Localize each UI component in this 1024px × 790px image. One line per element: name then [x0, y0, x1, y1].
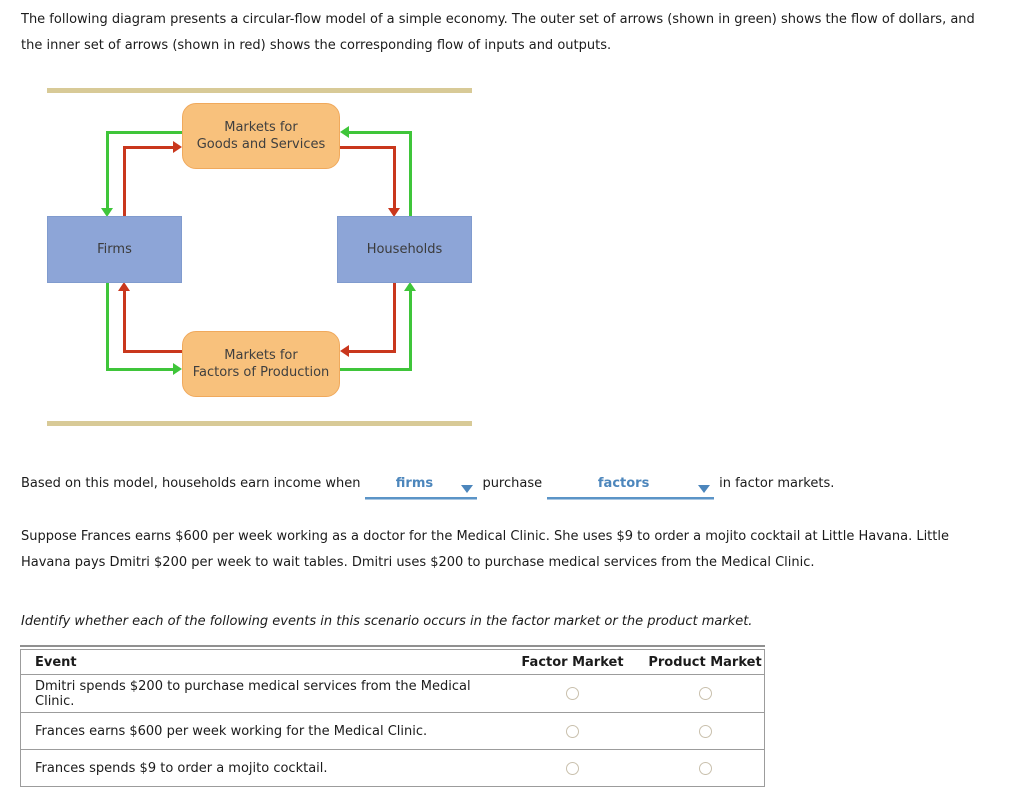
dollar-flow-segment: [340, 368, 412, 371]
dollar-flow-segment: [409, 291, 412, 371]
header-factor-market: Factor Market: [521, 654, 624, 670]
dollar-flow-arrowhead-to-households: [404, 282, 416, 291]
events-table: Event Factor Market Product Market Dmitr…: [20, 645, 765, 787]
chevron-down-icon: [698, 485, 711, 493]
question-prefix: Based on this model, households earn inc…: [21, 476, 361, 491]
inputs-flow-segment: [123, 146, 173, 149]
product-market-radio[interactable]: [698, 687, 712, 700]
dollar-flow-arrowhead-to-goods-market: [340, 126, 349, 138]
dollar-flow-segment: [106, 131, 109, 209]
inputs-flow-arrowhead-to-factors-market: [340, 345, 349, 357]
firms-box: Firms: [47, 216, 182, 283]
purchaser-dropdown-value: firms: [395, 476, 434, 491]
intro-text: The following diagram presents a circula…: [21, 12, 975, 53]
header-product-market: Product Market: [648, 654, 762, 670]
product-market-radio[interactable]: [698, 761, 712, 775]
table-top-rule: [20, 645, 765, 647]
inputs-flow-segment: [393, 146, 396, 209]
inputs-flow-segment: [349, 350, 395, 353]
inputs-flow-segment: [123, 146, 126, 216]
factors-market-box: Markets for Factors of Production: [182, 331, 340, 397]
chevron-down-icon: [461, 485, 474, 493]
event-text: Dmitri spends $200 to purchase medical s…: [35, 678, 471, 709]
factor-market-radio[interactable]: [566, 761, 579, 775]
inputs-flow-segment: [123, 350, 182, 353]
purchased-item-dropdown[interactable]: factors: [547, 474, 715, 499]
inputs-flow-segment: [340, 146, 395, 149]
instruction-text: Identify whether each of the following e…: [21, 614, 753, 629]
events-table-body: Event Factor Market Product Market Dmitr…: [20, 649, 765, 787]
table-row: Frances spends $9 to order a mojito cock…: [21, 749, 764, 786]
goods-services-market-box: Markets for Goods and Services: [182, 103, 340, 169]
dollar-flow-segment: [106, 131, 182, 134]
event-text: Frances earns $600 per week working for …: [35, 723, 428, 739]
dollar-flow-arrowhead-to-firms: [101, 208, 113, 217]
question-between: purchase: [482, 476, 543, 491]
dollar-flow-segment: [409, 131, 412, 216]
factor-market-radio[interactable]: [566, 724, 579, 738]
circular-flow-diagram: Markets for Goods and Services Firms Hou…: [47, 88, 472, 426]
inputs-flow-arrowhead-to-goods-market: [173, 141, 182, 153]
diagram-frame-bar-top: [47, 88, 472, 93]
inputs-flow-arrowhead-to-firms: [118, 282, 130, 291]
factor-market-radio[interactable]: [566, 687, 579, 700]
inputs-flow-segment: [123, 291, 126, 353]
dollar-flow-arrowhead-to-factors-market: [173, 363, 182, 375]
table-header-row: Event Factor Market Product Market: [21, 650, 764, 675]
dollar-flow-segment: [106, 283, 109, 370]
scenario-text: Suppose Frances earns $600 per week work…: [21, 529, 949, 570]
households-box: Households: [337, 216, 472, 283]
product-market-radio[interactable]: [698, 724, 712, 738]
purchaser-dropdown[interactable]: firms: [365, 474, 478, 499]
header-event: Event: [35, 654, 77, 670]
inputs-flow-segment: [393, 283, 396, 353]
question-suffix: in factor markets.: [719, 476, 835, 491]
table-row: Dmitri spends $200 to purchase medical s…: [21, 675, 764, 712]
purchased-item-dropdown-value: factors: [597, 476, 650, 491]
dollar-flow-segment: [349, 131, 412, 134]
inputs-flow-arrowhead-to-households: [388, 208, 400, 217]
fill-in-question: Based on this model, households earn inc…: [21, 474, 834, 499]
table-row: Frances earns $600 per week working for …: [21, 712, 764, 749]
diagram-frame-bar-bottom: [47, 421, 472, 426]
event-text: Frances spends $9 to order a mojito cock…: [35, 760, 328, 776]
dollar-flow-segment: [106, 368, 174, 371]
